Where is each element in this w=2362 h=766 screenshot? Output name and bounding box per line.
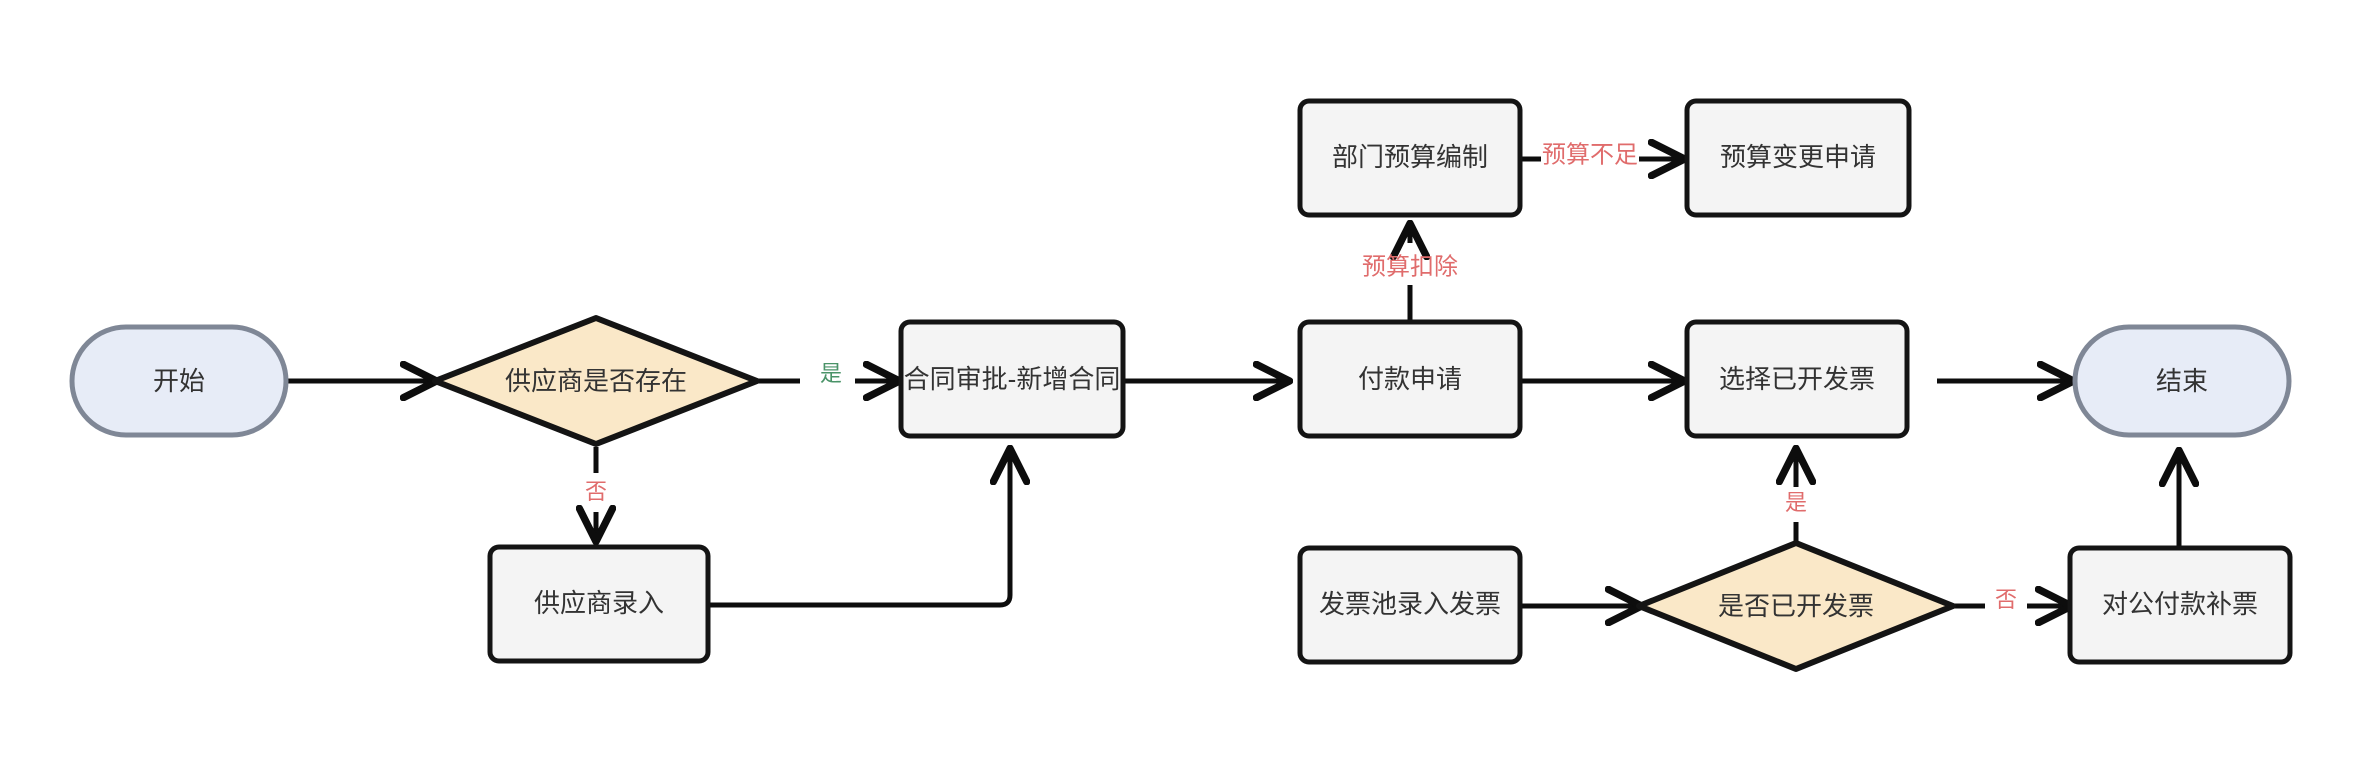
node-is-invoiced[interactable]: 是否已开发票 — [1636, 540, 1956, 672]
edge-supplier-entry-to-contract-approve — [708, 450, 1010, 608]
node-payment-request[interactable]: 付款申请 — [1297, 319, 1523, 439]
node-label-supplier-exists: 供应商是否存在 — [505, 366, 687, 396]
node-invoice-pool[interactable]: 发票池录入发票 — [1297, 545, 1523, 665]
node-label-invoice-pool: 发票池录入发票 — [1319, 589, 1501, 619]
edge-label-no-invoiced: 否 — [1995, 587, 2017, 612]
node-supplier-exists[interactable]: 供应商是否存在 — [432, 315, 760, 447]
edge-is-invoiced-to-public-payment: 否 — [1953, 587, 2070, 612]
edge-label-yes-invoiced: 是 — [1785, 490, 1807, 515]
node-budget-change[interactable]: 预算变更申请 — [1684, 98, 1912, 218]
edge-label-yes-supplier: 是 — [820, 361, 842, 386]
node-label-supplier-entry: 供应商录入 — [534, 588, 664, 618]
node-supplier-entry[interactable]: 供应商录入 — [487, 544, 711, 664]
node-label-end: 结束 — [2156, 366, 2208, 396]
node-label-contract-approve: 合同审批-新增合同 — [904, 364, 1121, 394]
edge-label-budget-short: 预算不足 — [1542, 141, 1638, 168]
node-label-dept-budget: 部门预算编制 — [1332, 142, 1488, 172]
edge-is-invoiced-to-select-invoice: 是 — [1785, 450, 1807, 541]
edge-dept-budget-to-budget-change: 预算不足 — [1521, 141, 1683, 168]
edge-payment-request-to-dept-budget: 预算扣除 — [1362, 225, 1458, 322]
edge-supplier-exists-to-supplier-entry: 否 — [585, 447, 607, 540]
edge-label-no-supplier: 否 — [585, 479, 607, 504]
node-label-is-invoiced: 是否已开发票 — [1718, 591, 1874, 621]
node-label-payment-request: 付款申请 — [1358, 364, 1462, 394]
node-contract-approve[interactable]: 合同审批-新增合同 — [898, 319, 1126, 439]
node-label-select-invoice: 选择已开发票 — [1719, 364, 1875, 394]
node-label-public-payment: 对公付款补票 — [2102, 589, 2258, 619]
edge-supplier-exists-to-contract-approve: 是 — [757, 361, 898, 386]
node-select-invoice[interactable]: 选择已开发票 — [1684, 319, 1910, 439]
node-label-start: 开始 — [153, 366, 205, 396]
node-label-budget-change: 预算变更申请 — [1720, 142, 1876, 172]
node-dept-budget[interactable]: 部门预算编制 — [1297, 98, 1523, 218]
node-public-payment[interactable]: 对公付款补票 — [2067, 545, 2293, 665]
edge-label-budget-deduct: 预算扣除 — [1362, 253, 1458, 280]
node-start[interactable]: 开始 — [69, 324, 289, 438]
node-end[interactable]: 结束 — [2072, 324, 2292, 438]
